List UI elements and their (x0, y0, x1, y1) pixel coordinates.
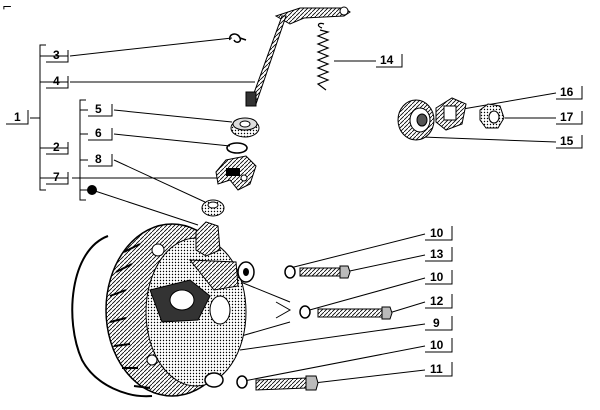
part-bolt-11 (255, 375, 319, 391)
callout-label-17: 17 (560, 110, 574, 124)
callout-label-6: 6 (95, 126, 102, 140)
callout-label-5: 5 (95, 102, 102, 116)
part-disc (397, 99, 435, 141)
callout-label-16: 16 (560, 85, 574, 99)
part-washer-top (284, 265, 296, 279)
callout-label-4: 4 (53, 74, 60, 88)
part-o-ring (226, 142, 248, 154)
callout-1: 1 (6, 110, 29, 125)
part-bolt-13 (299, 265, 351, 279)
callout-7: 7 (46, 170, 69, 185)
callout-12: 12 (425, 294, 453, 309)
callout-14: 14 (376, 53, 403, 68)
part-clip (229, 33, 247, 43)
corner-mark: ⌐ (2, 0, 13, 14)
callout-label-15: 15 (560, 134, 574, 148)
callout-label-11: 11 (430, 362, 443, 376)
callout-13: 13 (425, 247, 453, 262)
callout-label-2: 2 (53, 140, 60, 154)
callout-17: 17 (556, 110, 583, 125)
callout-label-14: 14 (380, 53, 394, 67)
part-bracket (215, 155, 257, 191)
callout-10-bottom: 10 (425, 338, 453, 353)
callout-3: 3 (46, 48, 69, 63)
part-washer-middle (299, 305, 311, 319)
callout-label-10-bottom: 10 (430, 338, 444, 352)
callout-label-12: 12 (430, 294, 444, 308)
callout-label-13: 13 (430, 247, 444, 261)
part-lever-rod (245, 6, 351, 107)
callout-8: 8 (88, 152, 113, 167)
leader-lines (69, 37, 557, 384)
callout-9: 9 (425, 316, 453, 331)
callout-5: 5 (88, 102, 113, 117)
callout-label-10-top: 10 (430, 226, 444, 240)
callout-10-top: 10 (425, 226, 453, 241)
callout-10-middle: 10 (425, 270, 453, 285)
part-bearing-lower (201, 199, 225, 217)
callout-2: 2 (46, 140, 69, 155)
callout-label-8: 8 (95, 152, 102, 166)
callout-label-7: 7 (53, 170, 60, 184)
callout-11: 11 (425, 362, 453, 377)
part-spring (316, 22, 330, 91)
part-cap-nut (479, 103, 505, 129)
bracket-tree (30, 44, 88, 201)
callout-15: 15 (556, 134, 583, 149)
callout-label-9: 9 (433, 316, 440, 330)
part-main-housing (71, 221, 255, 398)
callout-label-10-middle: 10 (430, 270, 444, 284)
callout-label-1: 1 (14, 110, 21, 124)
part-washer-bottom (236, 375, 248, 389)
bullet-marker (87, 185, 97, 195)
callout-6: 6 (88, 126, 113, 141)
part-clip-plate (435, 97, 467, 131)
callout-16: 16 (556, 85, 583, 100)
part-bearing-upper (230, 117, 260, 138)
callout-4: 4 (46, 74, 69, 89)
part-bolt-12 (317, 306, 393, 320)
callout-label-3: 3 (53, 48, 60, 62)
